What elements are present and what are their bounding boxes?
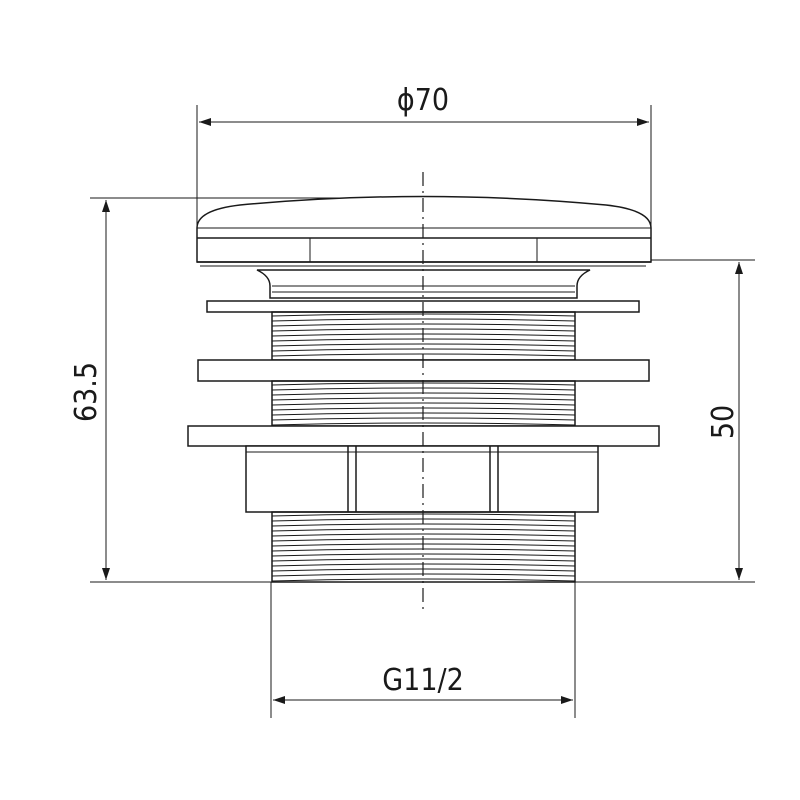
- diameter-dimension: ϕ70: [196, 83, 652, 262]
- thread-label: G11/2: [382, 663, 464, 698]
- thread-line: [271, 318, 576, 322]
- thread-line: [271, 402, 576, 406]
- thread-line: [271, 323, 576, 327]
- thread-line: [271, 533, 576, 537]
- thread-line: [271, 397, 576, 401]
- thread-dimension: G11/2: [270, 582, 576, 718]
- thread-line: [271, 422, 576, 426]
- thread-middle: [271, 382, 576, 426]
- cap: [196, 195, 652, 263]
- thread-line: [271, 578, 576, 582]
- thread-line: [271, 523, 576, 527]
- thread-line: [271, 348, 576, 352]
- body-height-dimension: 50: [575, 259, 755, 583]
- hex-nut: [245, 445, 599, 513]
- total-height-label: 63.5: [69, 362, 104, 422]
- thread-line: [271, 558, 576, 562]
- total-height-dimension: 63.5: [69, 197, 420, 583]
- body-height-label: 50: [706, 405, 741, 439]
- thread-line: [271, 553, 576, 557]
- waste-body: [187, 195, 660, 583]
- thread-line: [271, 343, 576, 347]
- diameter-label: ϕ70: [397, 83, 449, 118]
